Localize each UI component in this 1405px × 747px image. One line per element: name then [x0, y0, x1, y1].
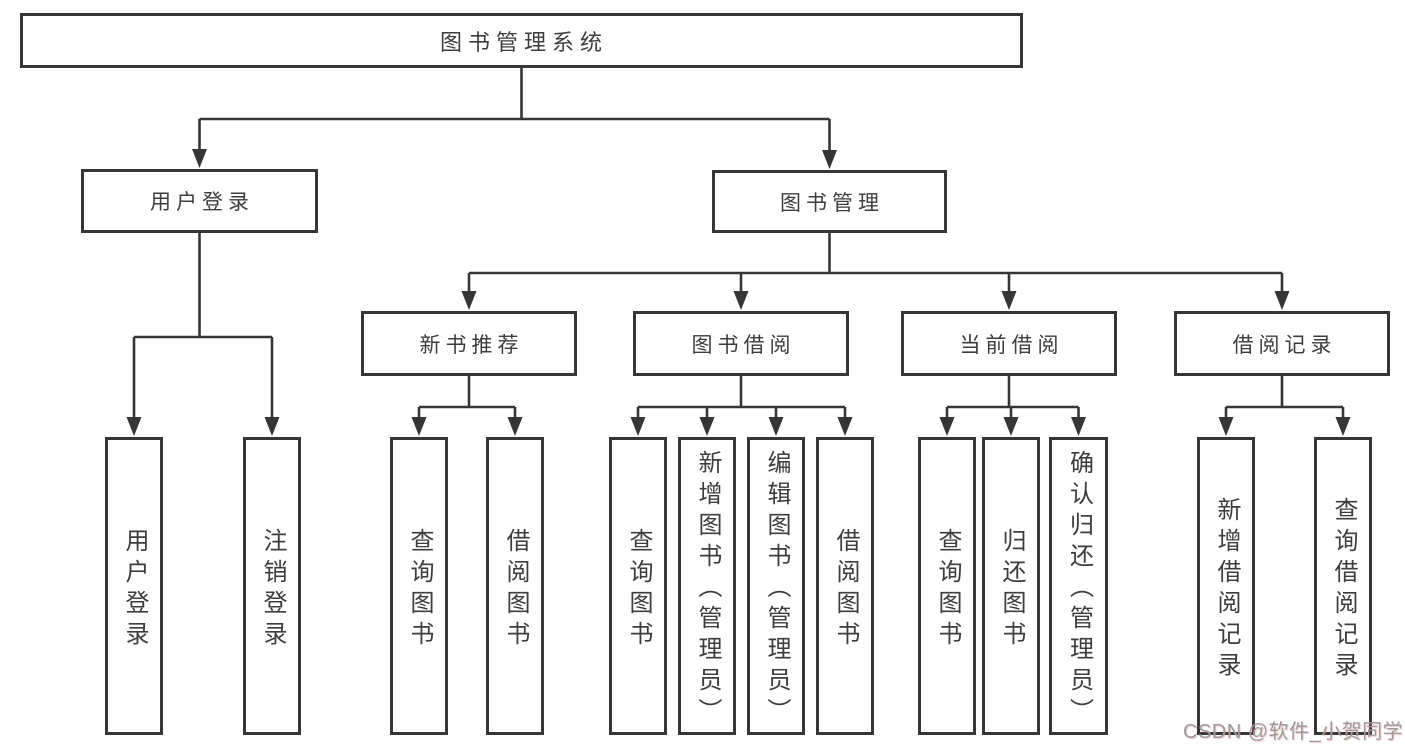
leaf-borrowing-edit-books-admin: 编辑图书（管理员）	[747, 437, 805, 735]
leaf-borrowing-borrow-books: 借阅图书	[816, 437, 874, 735]
leaf-records-query-borrow-record: 查询借阅记录	[1314, 437, 1372, 735]
leaf-current-return-books: 归还图书	[982, 437, 1040, 735]
leaf-current-confirm-return-admin: 确认归还（管理员）	[1049, 437, 1108, 735]
leaf-borrowing-query-books: 查询图书	[609, 437, 667, 735]
leaf-recommend-query-books: 查询图书	[390, 437, 448, 735]
leaf-borrowing-add-books-admin: 新增图书（管理员）	[678, 437, 736, 735]
leaf-user-login: 用户登录	[105, 437, 163, 735]
leaf-records-add-borrow-record: 新增借阅记录	[1197, 437, 1255, 735]
node-current-borrowing: 当前借阅	[901, 311, 1117, 376]
node-user-login: 用户登录	[81, 169, 318, 233]
arrowhead-icons	[126, 149, 1351, 436]
leaf-recommend-borrow-books: 借阅图书	[486, 437, 544, 735]
node-root-library-management-system: 图书管理系统	[20, 13, 1023, 68]
node-book-management: 图书管理	[712, 170, 947, 233]
leaf-current-query-books: 查询图书	[918, 437, 976, 735]
node-new-book-recommendation: 新书推荐	[361, 311, 577, 376]
node-borrowing-records: 借阅记录	[1174, 311, 1390, 376]
leaf-logout: 注销登录	[243, 437, 301, 735]
csdn-watermark: CSDN @软件_小贺同学	[1183, 721, 1404, 743]
node-book-borrowing: 图书借阅	[633, 311, 849, 376]
